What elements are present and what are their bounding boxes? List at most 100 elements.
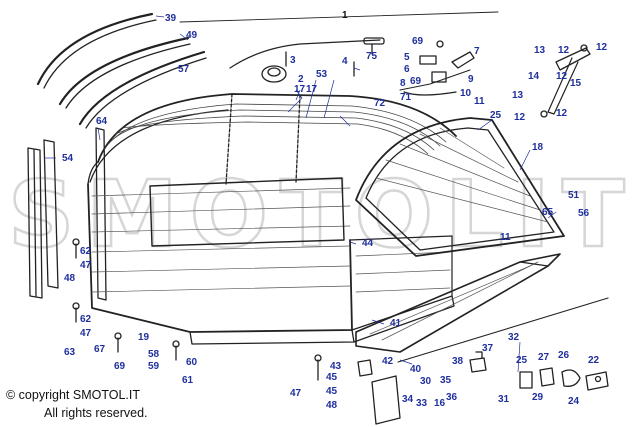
callout-62b: 62	[80, 314, 92, 325]
callout-48b: 48	[326, 400, 338, 411]
callout-15: 15	[570, 78, 582, 89]
callout-67: 67	[94, 344, 106, 355]
callout-58: 58	[148, 349, 160, 360]
callout-29: 29	[532, 392, 544, 403]
callout-12d: 12	[514, 112, 526, 123]
callout-53: 53	[316, 69, 328, 80]
callout-45b: 45	[326, 386, 338, 397]
callout-26: 26	[558, 350, 570, 361]
callout-59: 59	[148, 361, 160, 372]
support-rod-32	[397, 297, 609, 363]
callout-72: 72	[374, 98, 386, 109]
callout-4: 4	[342, 56, 348, 67]
callout-45a: 45	[326, 372, 338, 383]
callout-16: 16	[434, 398, 446, 409]
plate-40	[357, 359, 373, 377]
callout-47b: 47	[80, 328, 92, 339]
callout-44: 44	[362, 238, 374, 249]
callout-34: 34	[402, 394, 414, 405]
callout-13b: 13	[512, 90, 524, 101]
copyright-line-2: All rights reserved.	[44, 406, 148, 420]
curved-rail-49	[58, 36, 191, 109]
side-post-64	[95, 127, 107, 301]
van-body	[87, 93, 457, 345]
callout-11a: 11	[474, 96, 485, 107]
callout-65: 65	[542, 207, 554, 218]
callout-51: 51	[568, 190, 580, 201]
callout-62a: 62	[80, 246, 92, 257]
callout-11b: 11	[500, 232, 511, 243]
callout-40: 40	[410, 364, 422, 375]
callout-27: 27	[538, 352, 550, 363]
callout-25a: 25	[490, 110, 502, 121]
callout-48a: 48	[64, 273, 76, 284]
callout-5: 5	[404, 52, 410, 63]
callout-71: 71	[400, 92, 412, 103]
watermark-text: SMOTOLIT	[8, 161, 637, 268]
callout-61: 61	[182, 375, 194, 386]
callout-30: 30	[420, 376, 432, 387]
callout-14: 14	[528, 71, 540, 82]
callout-6: 6	[404, 64, 410, 75]
callout-12c: 12	[556, 71, 568, 82]
callout-12e: 12	[556, 108, 568, 119]
callout-31: 31	[498, 394, 510, 405]
plate-34	[371, 375, 401, 425]
bolt-group-left	[72, 238, 322, 381]
callout-33: 33	[416, 398, 428, 409]
leader-lines	[44, 15, 557, 373]
callout-35: 35	[440, 375, 452, 386]
callout-17a: 17	[294, 84, 306, 95]
callout-47a: 47	[80, 260, 92, 271]
callout-3: 3	[290, 55, 296, 66]
side-post-54	[27, 139, 59, 299]
callout-22: 22	[588, 355, 600, 366]
side-window	[149, 177, 345, 247]
callout-labels: 1 39 49 57 3 53 4 75 2 17 17 69 5 6 7 69…	[62, 10, 608, 411]
callout-56: 56	[578, 208, 590, 219]
callout-42: 42	[382, 356, 394, 367]
callout-69a: 69	[412, 36, 424, 47]
callout-63: 63	[64, 347, 76, 358]
callout-8: 8	[400, 78, 406, 89]
callout-32: 32	[508, 332, 520, 343]
cable-assembly-1	[179, 11, 499, 69]
copyright-line-1: © copyright SMOTOL.IT	[6, 388, 141, 402]
latch-assembly	[519, 367, 609, 391]
callout-36: 36	[446, 392, 458, 403]
callout-69c: 69	[114, 361, 126, 372]
copyright-notice: © copyright SMOTOL.IT All rights reserve…	[6, 386, 148, 422]
lock-mechanism	[399, 40, 475, 96]
callout-54: 54	[62, 153, 74, 164]
curved-rail-57	[78, 50, 207, 129]
rear-door	[355, 117, 565, 257]
callout-10: 10	[460, 88, 472, 99]
callout-1: 1	[342, 10, 348, 21]
callout-37: 37	[482, 343, 494, 354]
small-hinge-38	[469, 351, 487, 373]
hinge-strap-15	[540, 44, 591, 118]
callout-49: 49	[186, 30, 198, 41]
callout-69b: 69	[410, 76, 422, 87]
knob-part-2	[261, 65, 287, 83]
callout-64: 64	[96, 116, 108, 127]
callout-19: 19	[138, 332, 150, 343]
callout-12a: 12	[558, 45, 570, 56]
callout-41: 41	[390, 318, 402, 329]
callout-12b: 12	[596, 42, 608, 53]
callout-75: 75	[366, 51, 378, 62]
callout-47c: 47	[290, 388, 302, 399]
callout-43: 43	[330, 361, 342, 372]
callout-13a: 13	[534, 45, 546, 56]
callout-57: 57	[178, 64, 190, 75]
callout-39: 39	[165, 13, 177, 24]
curved-rail-39	[36, 12, 157, 89]
callout-38: 38	[452, 356, 464, 367]
callout-17b: 17	[306, 84, 318, 95]
callout-25b: 25	[516, 355, 528, 366]
callout-9: 9	[468, 74, 474, 85]
callout-18: 18	[532, 142, 544, 153]
callout-2: 2	[298, 74, 304, 85]
